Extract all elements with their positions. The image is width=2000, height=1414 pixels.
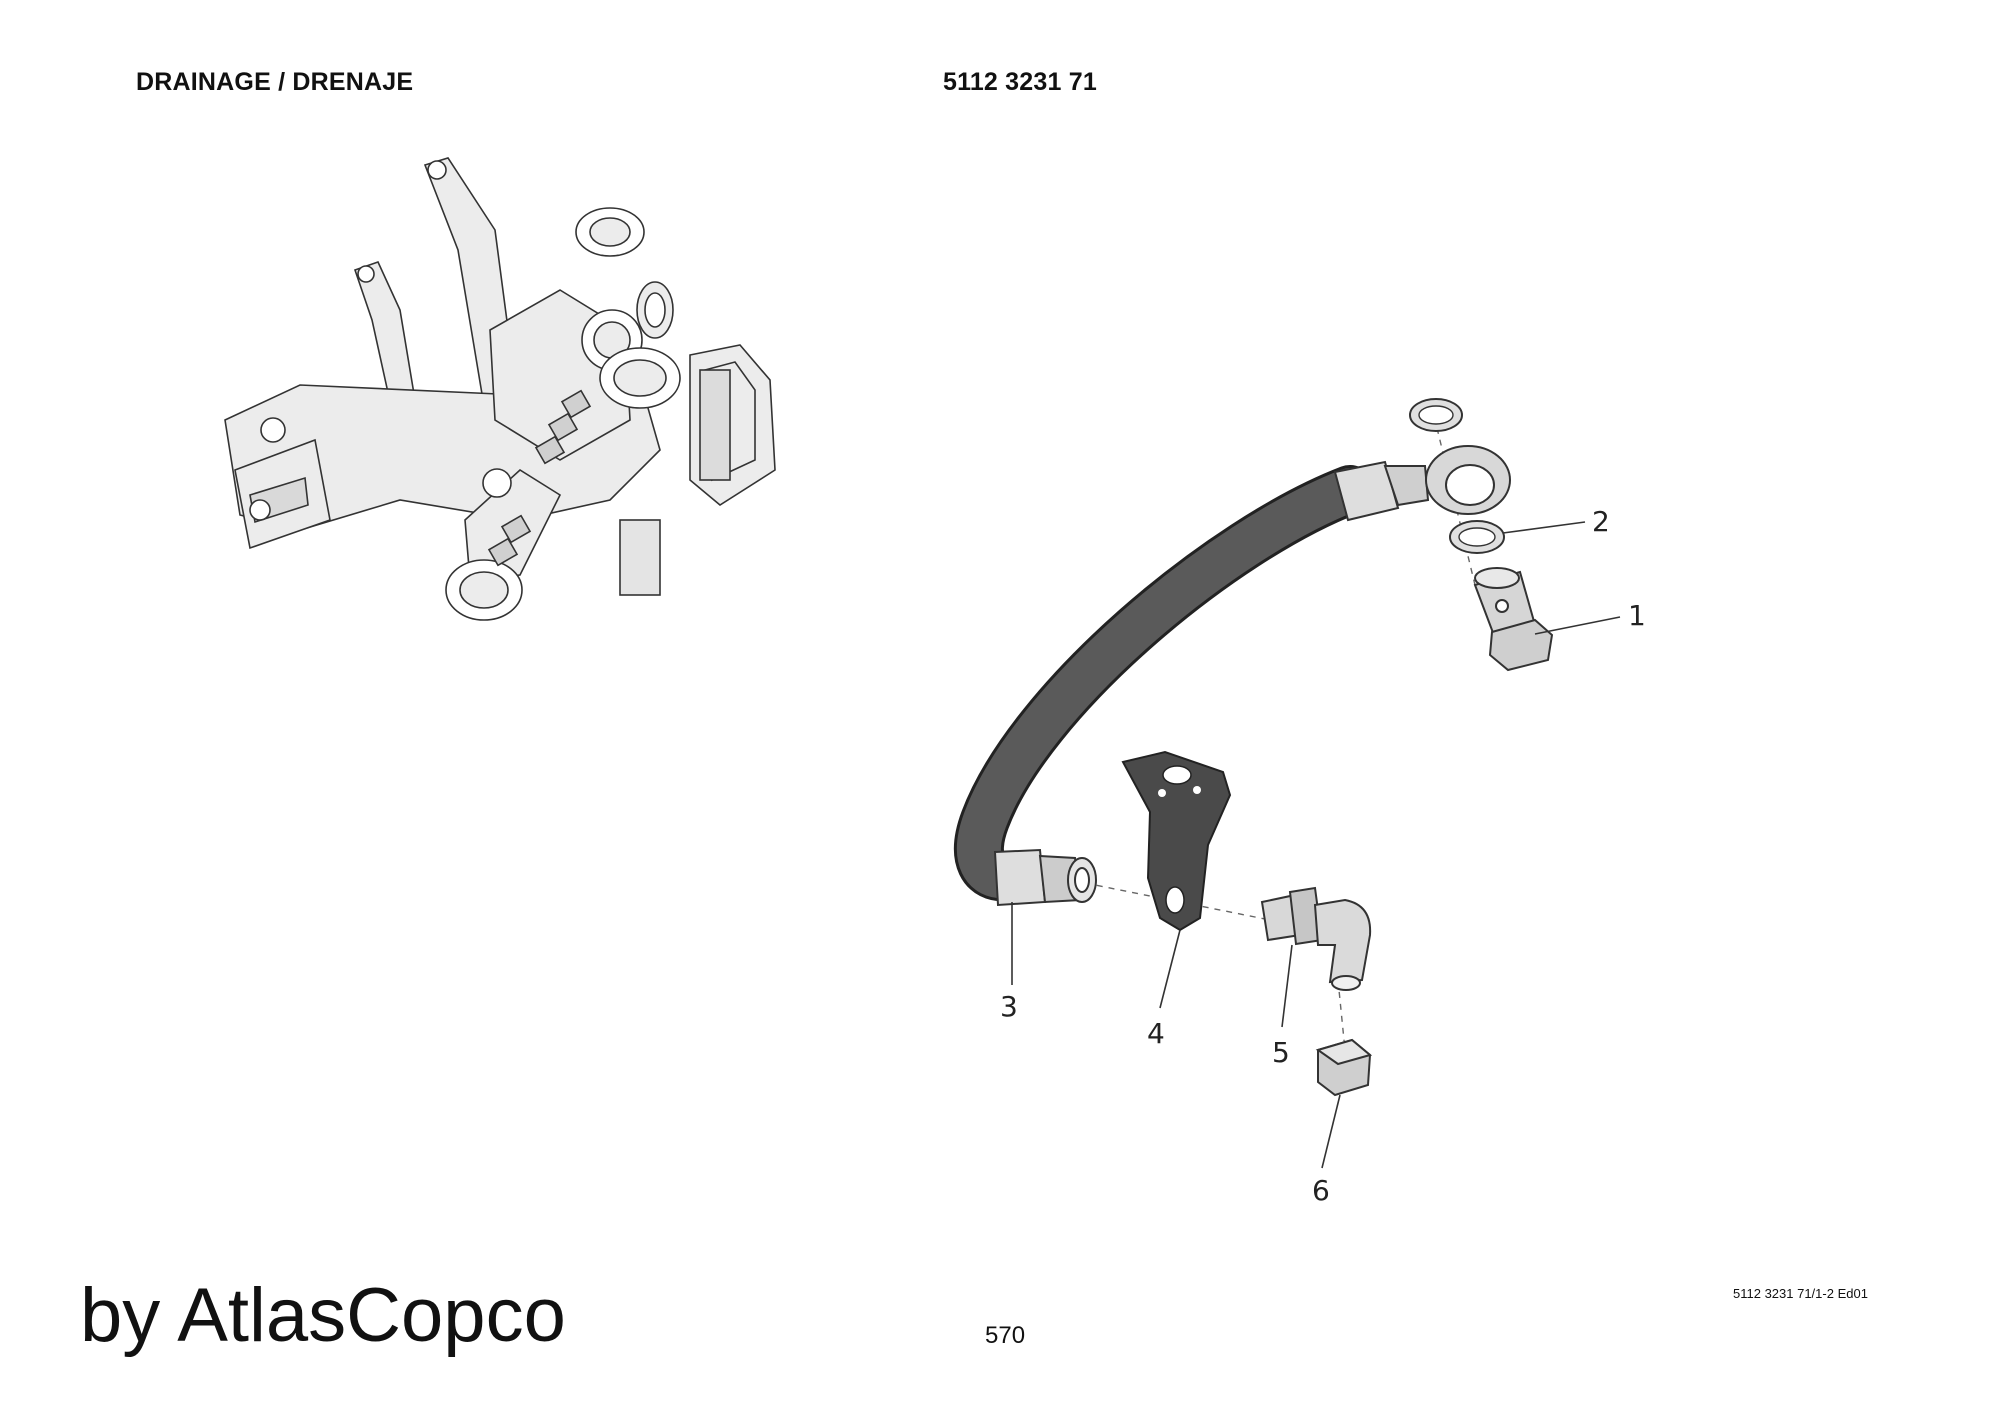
diagram-title: DRAINAGE / DRENAJE bbox=[136, 68, 414, 96]
callout-3: 3 bbox=[1000, 990, 1018, 1023]
leader-lines bbox=[1011, 521, 1621, 1169]
part-number: 5112 3231 71 bbox=[943, 68, 1097, 96]
brand-watermark: by AtlasCopco bbox=[80, 1273, 566, 1358]
banjo-bolt-part-1 bbox=[1473, 567, 1554, 672]
hose-end-fitting-part-3 bbox=[993, 848, 1097, 907]
elbow-fitting-part-5 bbox=[1260, 886, 1372, 991]
document-reference: 5112 3231 71/1-2 Ed01 bbox=[1733, 1286, 1868, 1301]
upper-sealing-washer bbox=[1409, 398, 1463, 432]
callout-4: 4 bbox=[1147, 1017, 1165, 1050]
callout-1: 1 bbox=[1628, 599, 1646, 632]
sealing-washer-part-2 bbox=[1449, 520, 1505, 554]
hex-nut-part-6 bbox=[1315, 1038, 1373, 1097]
mounting-bracket-part-4 bbox=[1121, 750, 1232, 932]
hose-body bbox=[956, 468, 1372, 899]
callout-2: 2 bbox=[1592, 505, 1610, 538]
callout-5: 5 bbox=[1272, 1036, 1290, 1069]
callout-6: 6 bbox=[1312, 1174, 1330, 1207]
machine-overview-illustration bbox=[224, 157, 776, 621]
page-number: 570 bbox=[985, 1322, 1026, 1349]
banjo-fitting bbox=[1333, 445, 1511, 522]
